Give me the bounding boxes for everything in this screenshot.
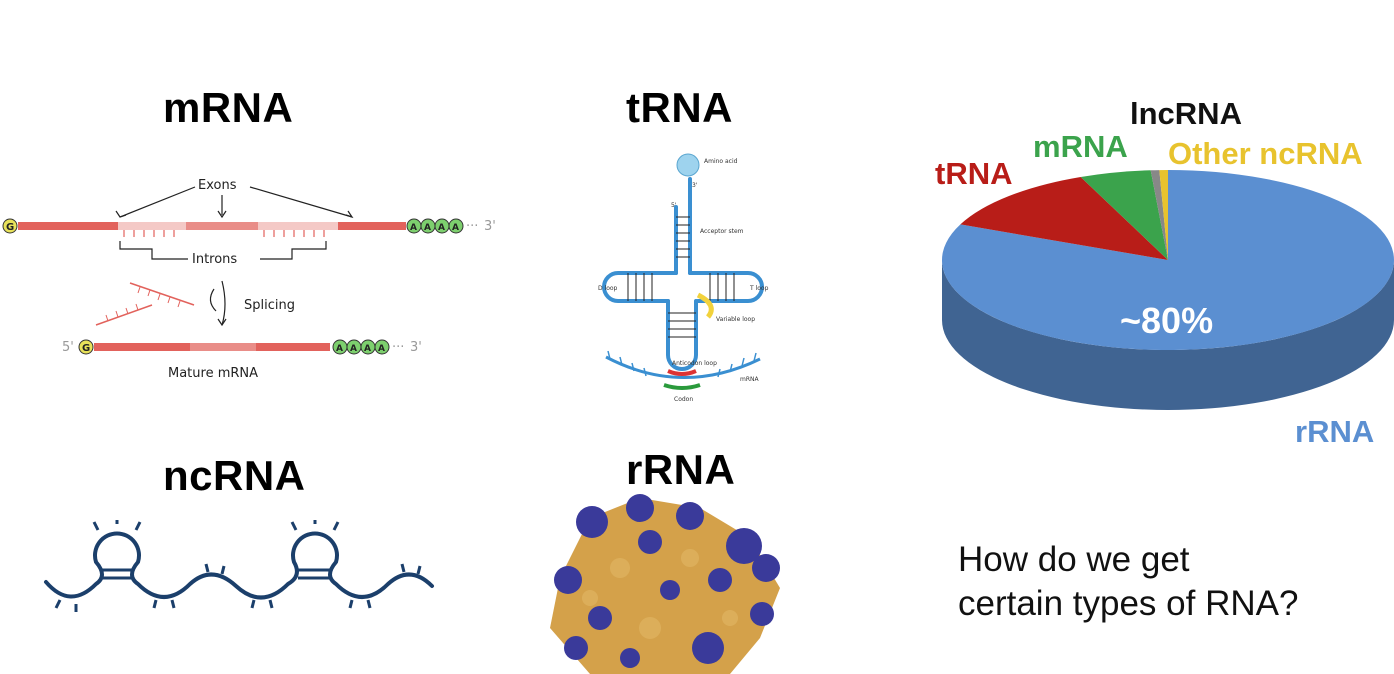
exons-label: Exons (198, 178, 237, 193)
svg-text:Anticodon loop: Anticodon loop (672, 360, 717, 367)
svg-text:A: A (438, 223, 445, 233)
pie-slice-other-ncrna (1159, 170, 1168, 260)
ncrna-title: ncRNA (163, 452, 306, 499)
svg-text:A: A (364, 344, 371, 354)
mature-exon-1 (94, 343, 190, 351)
svg-text:Variable loop: Variable loop (716, 316, 755, 323)
introns-label: Introns (192, 252, 237, 267)
intron-segment (258, 222, 338, 230)
svg-text:5': 5' (62, 340, 74, 355)
pie-slice-trna (960, 176, 1168, 260)
mrna-splicing-diagram: G A A A A ··· 3' Exons Introns (2, 178, 496, 381)
exon-segment (338, 222, 406, 230)
pie-slice-lncrna (1150, 170, 1168, 260)
pie-label-trna: tRNA (935, 156, 1013, 191)
mature-mrna-label: Mature mRNA (168, 366, 258, 381)
svg-text:A: A (424, 223, 431, 233)
svg-text:A: A (350, 344, 357, 354)
svg-text:Codon: Codon (674, 396, 693, 403)
svg-text:···: ··· (466, 219, 478, 234)
ribosome-structure-image (550, 494, 780, 674)
rrna-title: rRNA (626, 446, 736, 493)
svg-text:A: A (410, 223, 417, 233)
svg-text:A: A (452, 223, 459, 233)
question-line-1: How do we get (958, 540, 1190, 579)
svg-text:mRNA: mRNA (740, 376, 760, 383)
question-text: How do we get certain types of RNA? (958, 538, 1298, 626)
mrna-title: mRNA (163, 84, 294, 131)
svg-text:3': 3' (692, 182, 698, 189)
trna-title: tRNA (626, 84, 733, 131)
pie-slice-mrna (1080, 170, 1168, 260)
pie-label-mrna: mRNA (1033, 129, 1128, 164)
poly-a-tail: A A A A (406, 218, 464, 234)
splicing-label: Splicing (244, 298, 295, 313)
mature-exon-2 (190, 343, 256, 351)
mature-poly-a-tail: A A A A (332, 339, 390, 355)
svg-text:Amino acid: Amino acid (704, 158, 738, 165)
question-line-2: certain types of RNA? (958, 584, 1299, 623)
cap-icon (2, 218, 18, 234)
pie-label-lncrna: lncRNA (1130, 96, 1242, 131)
svg-text:G: G (82, 343, 90, 354)
exon-segment (186, 222, 258, 230)
svg-text:···: ··· (392, 340, 404, 355)
amino-acid-icon (676, 153, 700, 177)
svg-text:T loop: T loop (749, 285, 769, 292)
svg-text:D loop: D loop (598, 285, 618, 292)
intron-segment (118, 222, 186, 230)
mature-exon-3 (256, 343, 330, 351)
svg-text:A: A (336, 344, 343, 354)
svg-text:G: G (6, 222, 14, 233)
rna-type-pie-chart: lncRNA mRNA Other ncRNA tRNA rRNA ~80% (935, 96, 1394, 449)
pie-side-rrna (942, 260, 1394, 410)
pie-center-percent-label: ~80% (1120, 300, 1213, 341)
svg-text:5': 5' (671, 202, 677, 209)
ncrna-hairpin-diagram (44, 520, 434, 612)
svg-text:Acceptor stem: Acceptor stem (700, 228, 744, 235)
variable-loop-shape (696, 292, 714, 319)
svg-text:A: A (378, 344, 385, 354)
pie-label-other-ncrna: Other ncRNA (1168, 136, 1363, 171)
exon-segment (18, 222, 118, 230)
pie-label-rrna: rRNA (1295, 414, 1374, 449)
svg-text:3': 3' (410, 340, 422, 355)
svg-text:3': 3' (484, 219, 496, 234)
trna-cloverleaf-diagram: Amino acid 3' 5' Acceptor stem D loop T … (598, 153, 769, 403)
